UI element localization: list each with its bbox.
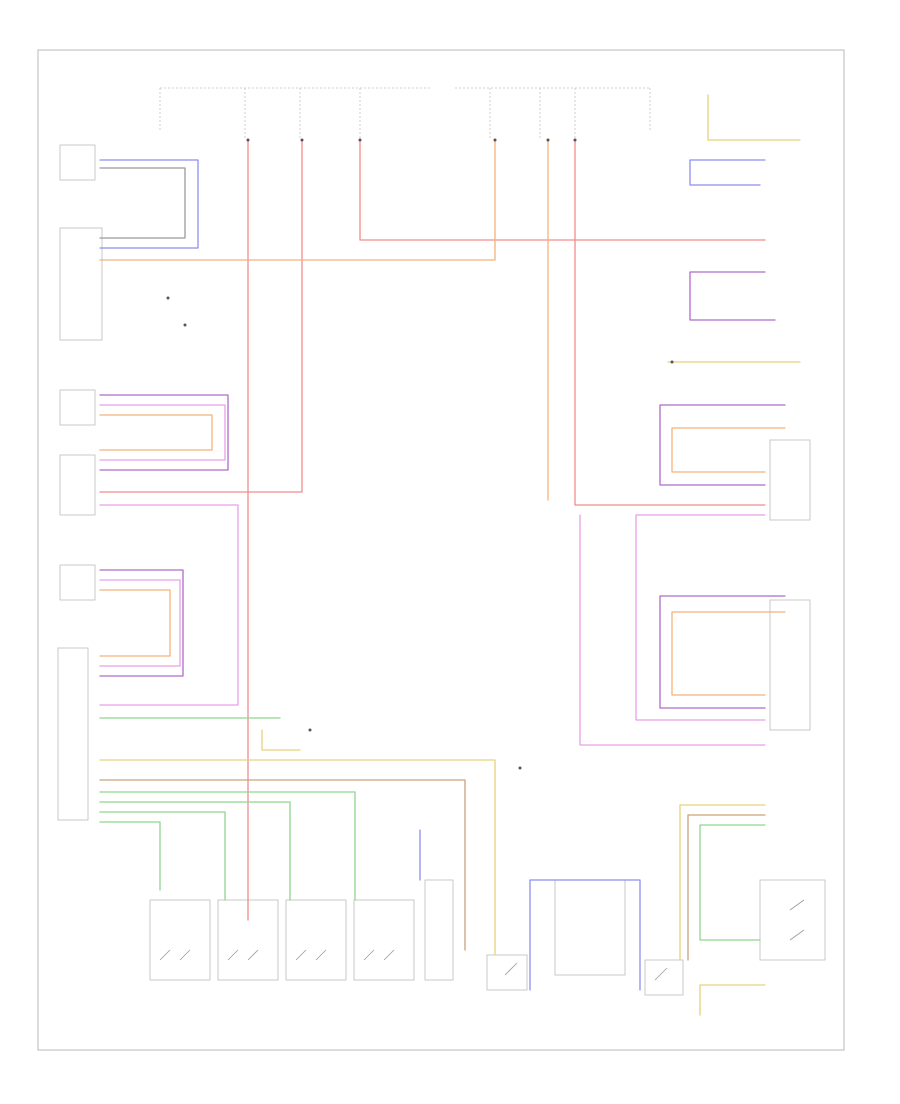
wire-blue-1	[99, 159, 199, 249]
wire-green-5	[699, 824, 766, 941]
wire-pink-3	[99, 504, 239, 706]
wire-pink-1	[99, 404, 226, 461]
component-left-module	[59, 227, 103, 341]
wire-orange-3	[99, 414, 213, 451]
right-switch	[759, 879, 826, 961]
wire-pink-4	[635, 514, 766, 721]
wire-blue-2	[689, 159, 766, 186]
switch-glyphs	[159, 899, 805, 981]
wire-green-4	[99, 821, 161, 891]
connectors	[166, 138, 674, 770]
wire-red-3	[359, 139, 766, 241]
wire-orange-5	[671, 427, 786, 473]
wire-brown-2	[687, 814, 766, 961]
wire-yellow-4	[679, 804, 766, 961]
wire-yellow-3	[99, 759, 496, 956]
switch-block-1	[149, 899, 211, 981]
switch-block-3	[285, 899, 347, 981]
wire-purple-3	[659, 404, 786, 486]
wire-yellow-5	[699, 984, 766, 1016]
right-module-bottom	[769, 599, 811, 731]
wire-pink-2	[99, 579, 181, 667]
wire-orange-4	[99, 589, 171, 657]
component-left-top	[59, 144, 96, 181]
wire-purple-2	[99, 569, 184, 677]
fuse-panel	[159, 87, 651, 140]
component-left-switch-2	[59, 564, 96, 601]
wire-green-2	[99, 801, 291, 901]
wire-orange-6	[671, 611, 786, 696]
right-module-top	[769, 439, 811, 521]
switch-block-4	[353, 899, 415, 981]
motor-right	[644, 959, 684, 996]
wire-green-1	[99, 791, 356, 901]
wire-yellow-6	[261, 729, 301, 751]
wire-red-4	[574, 139, 766, 506]
wire-orange-1	[99, 139, 496, 261]
component-left-switch-1	[59, 389, 96, 426]
diagram-frame	[37, 49, 845, 1051]
wire-red-2	[99, 139, 303, 493]
wires	[99, 94, 801, 1016]
wire-brown-1	[99, 779, 466, 951]
wire-green-3	[99, 811, 226, 901]
wire-pink-5	[579, 514, 766, 746]
component-left-control-unit	[57, 647, 89, 821]
wire-yellow-1	[707, 94, 801, 141]
ground-block	[424, 879, 454, 981]
wire-purple-1	[99, 394, 229, 471]
wire-purple-4	[659, 595, 786, 709]
center-module	[554, 879, 626, 976]
wire-blue-3	[529, 879, 641, 991]
wire-gray-1	[99, 167, 186, 239]
component-left-module-2	[59, 454, 96, 516]
wire-purple-5	[689, 271, 776, 321]
